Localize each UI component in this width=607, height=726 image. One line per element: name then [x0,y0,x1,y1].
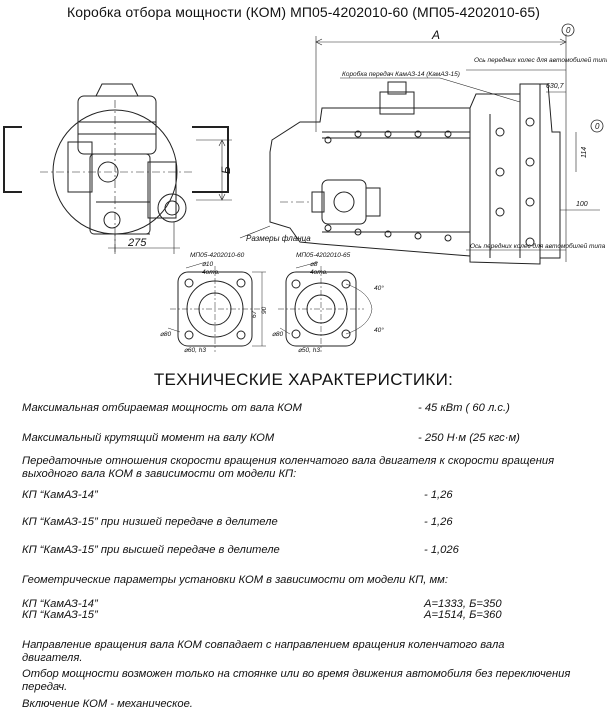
dim-275-label: 275 [127,237,147,249]
note-front-axle-4x4: Ось передних колес для автомобилей типа … [470,242,607,250]
page-title: Коробка отбора мощности (КОМ) МП05-42020… [66,4,541,20]
flange-2-hole-diameter: ⌀8 [310,261,318,268]
side-view-drawing [239,23,604,265]
ratio-intro-line-1: Передаточные отношения скорости вращения… [22,455,555,467]
flange-2-angle-top: 40° [374,284,384,292]
dim-114-label: 114 [581,147,588,158]
axis-mark-top: 0 [566,26,571,35]
note-front-axle-6x4: Ось передних колес для автомобилей типа … [474,56,607,64]
technical-drawing: Б 275 [0,22,607,367]
max-power-value: - 45 кВт ( 60 л.с.) [418,402,510,414]
flange-title: Размеры фланца [246,234,311,243]
engage-note: Включение КОМ - механическое. [22,698,193,710]
flange-1-hole-diameter: ⌀10 [202,261,214,268]
end-view-drawing [3,83,232,254]
takeoff-note: Отбор мощности возможен только на стоянк… [22,668,571,693]
geometry-kp15-value: А=1514, Б=360 [424,609,502,621]
kp15-low-ratio-label: КП “КамАЗ-15” при низшей передаче в дели… [22,516,278,528]
flange-1-size-90: 90 [261,306,268,314]
flange-2-drawing [278,261,373,352]
dim-a-label: А [431,28,440,42]
flange-1-label: МП05-4202010-60 [190,252,245,259]
kp15-low-ratio-value: - 1,26 [424,516,453,528]
axis-mark-right: 0 [595,122,600,131]
geometry-kp14-label: КП “КамАЗ-14” [22,598,98,610]
rotation-note: Направление вращения вала КОМ совпадает … [22,639,505,664]
max-power-label: Максимальная отбираемая мощность от вала… [22,402,302,414]
kp14-ratio-label: КП “КамАЗ-14” [22,489,98,501]
geometry-intro: Геометрические параметры установки КОМ в… [22,574,448,586]
section-heading: ТЕХНИЧЕСКИЕ ХАРАКТЕРИСТИКИ: [153,370,454,389]
flange-1-drawing [167,261,266,352]
dim-b-label: Б [219,166,233,174]
flange-2-bolt-circle: ⌀80 [272,331,284,338]
max-torque-label: Максимальный крутящий момент на валу КОМ [22,432,275,444]
kp14-ratio-value: - 1,26 [424,489,453,501]
dim-100-label: 100 [576,201,588,208]
flange-2-label: МП05-4202010-65 [296,252,351,259]
kp15-high-ratio-value: - 1,026 [424,544,459,556]
ratio-intro-line-2: выходного вала КОМ в зависимости от моде… [22,468,297,480]
flange-2-bore: ⌀50, h3 [298,347,320,354]
geometry-kp15-label: КП “КамАЗ-15” [22,609,98,621]
flange-2-angle-bottom: 40° [374,326,384,334]
kp15-high-ratio-label: КП “КамАЗ-15” при высшей передаче в дели… [22,544,280,556]
flange-1-size-67: 67 [251,310,258,318]
flange-1-holes: 4отв. [202,269,220,276]
dim-630-label: 630,7 [546,83,565,90]
flange-2-holes: 4отв. [310,269,328,276]
geometry-kp14-value: А=1333, Б=350 [424,598,502,610]
gearbox-label: Коробка передач КамАЗ-14 (КамАЗ-15) [342,70,460,78]
flange-1-bore: ⌀60, h3 [184,347,206,354]
flange-1-bolt-circle: ⌀80 [160,331,172,338]
max-torque-value: - 250 Н·м (25 кгс·м) [418,432,520,444]
